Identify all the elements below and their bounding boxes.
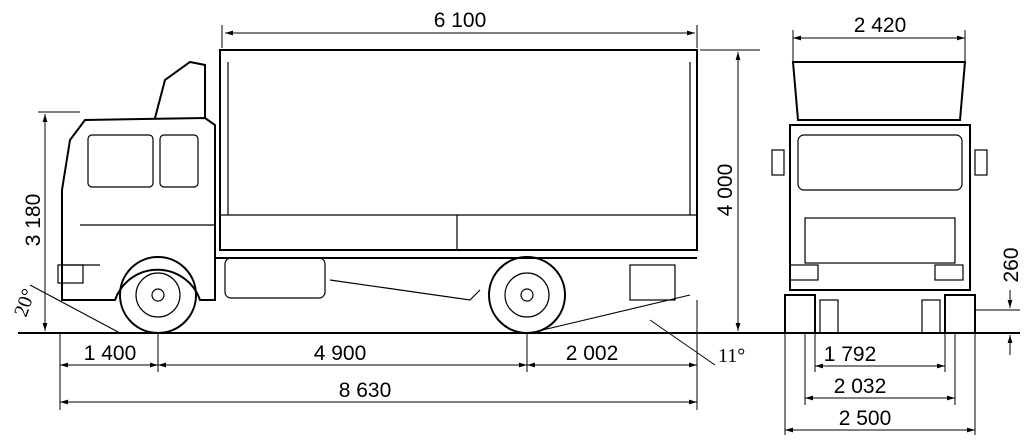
side-dimensions: 6 100 4 000 3 180 20° 11° 1 400 4 900 2 …: [10, 9, 760, 410]
dim-rear-overhang: 2 002: [566, 342, 619, 365]
dim-cab-height: 3 180: [22, 194, 45, 247]
front-spoiler: [791, 61, 967, 121]
left-headlight: [789, 264, 819, 281]
truck-side-view: [57, 49, 698, 334]
dim-overall-height: 4 000: [714, 164, 737, 217]
right-headlight: [934, 264, 964, 281]
dim-rear-track: 2 032: [834, 375, 887, 398]
cargo-box: [219, 49, 698, 251]
dim-front-track: 1 792: [824, 343, 877, 366]
grille: [804, 217, 956, 264]
windshield: [797, 134, 963, 191]
front-wheel: [119, 256, 197, 334]
rear-wheel: [488, 256, 566, 334]
dim-overall-width: 2 500: [839, 407, 892, 430]
cab-window: [159, 134, 199, 188]
dim-body-width: 2 420: [854, 14, 907, 37]
front-cab: [789, 124, 971, 291]
dim-front-overhang: 1 400: [84, 342, 137, 365]
right-mirror: [974, 149, 988, 176]
dim-approach-angle: 20°: [10, 286, 40, 320]
left-mirror: [771, 149, 785, 176]
truck-front-view: [771, 61, 988, 334]
front-dimensions: 2 420 260 1 792 2 032 2 500: [784, 14, 1023, 435]
cab-door-window: [87, 134, 154, 188]
rear-bumper-bracket: [629, 264, 676, 301]
headlight: [57, 264, 84, 284]
dim-ground-clearance: 260: [1000, 247, 1023, 282]
dim-body-length: 6 100: [434, 9, 487, 32]
dim-overall-length: 8 630: [339, 379, 392, 402]
dim-departure-angle: 11°: [718, 345, 745, 367]
roof-spoiler: [154, 60, 206, 119]
front-left-wheel: [784, 294, 816, 334]
cab: [61, 116, 216, 301]
fuel-tank: [224, 257, 326, 299]
front-right-wheel: [944, 294, 976, 334]
dim-wheelbase: 4 900: [314, 342, 367, 365]
